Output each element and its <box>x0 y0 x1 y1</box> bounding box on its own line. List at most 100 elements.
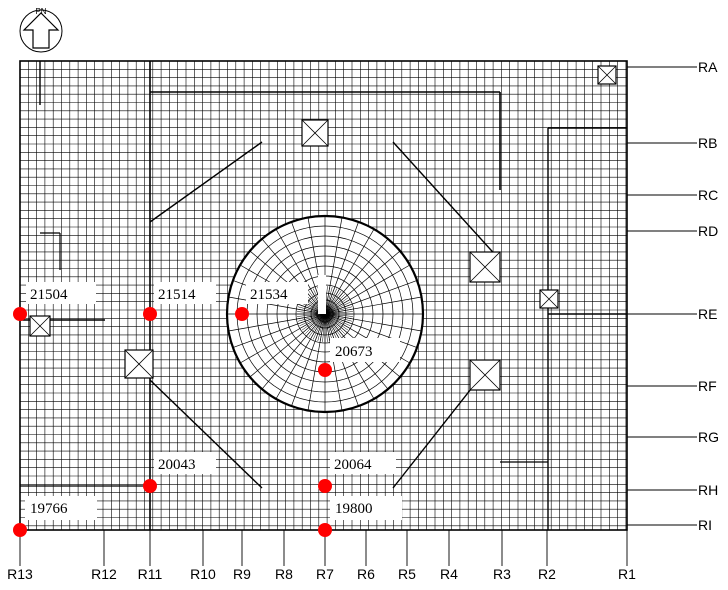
radial-spoke <box>324 313 342 338</box>
measurement-marker <box>318 523 332 537</box>
opening-diagonal <box>597 65 617 85</box>
radial-spoke <box>324 313 333 342</box>
measurement-point: 21504 <box>13 282 96 321</box>
radial-spoke <box>315 313 326 341</box>
opening-diagonal <box>29 315 51 337</box>
column-labels: R13 R12 R11 R10 R9 R8 R7 R6 R5 R4 R3 R2 … <box>7 566 636 582</box>
radial-spoke <box>324 313 352 324</box>
measurement-value: 20673 <box>335 344 373 360</box>
radial-spoke <box>324 313 353 322</box>
measurement-marker <box>13 523 27 537</box>
measurement-marker <box>13 307 27 321</box>
radial-spoke <box>324 297 349 315</box>
radial-spoke <box>324 313 345 334</box>
radial-notch <box>318 275 326 314</box>
opening-diagonal <box>539 289 559 309</box>
radial-spoke <box>324 313 340 339</box>
measurement-value: 19766 <box>30 501 68 517</box>
row-label: RA <box>698 59 718 75</box>
measurement-marker <box>318 363 332 377</box>
row-label: RE <box>698 306 717 322</box>
radial-spoke <box>324 313 338 340</box>
measurement-value: 21514 <box>158 287 196 303</box>
radial-spoke <box>324 299 350 315</box>
mesh-features <box>20 61 627 530</box>
radial-spoke <box>319 313 326 342</box>
column-label: R7 <box>316 566 334 582</box>
radial-spoke <box>324 311 353 315</box>
row-label: RC <box>698 187 718 203</box>
radial-spoke <box>324 313 335 341</box>
column-label: R4 <box>440 566 458 582</box>
opening-diagonal <box>124 349 154 379</box>
radial-spoke <box>324 286 333 315</box>
radial-spoke <box>324 290 342 315</box>
diagonal-brace <box>392 141 501 261</box>
opening-diagonal <box>469 251 501 283</box>
radial-spoke <box>324 306 353 315</box>
radial-spoke <box>322 313 326 342</box>
radial-spoke <box>324 287 335 315</box>
north-arrow-icon <box>22 12 60 49</box>
column-label: R3 <box>493 566 511 582</box>
row-label: RG <box>698 429 719 445</box>
radial-spoke <box>297 313 326 317</box>
radial-spoke <box>324 292 344 315</box>
radial-spoke <box>299 313 326 327</box>
column-label: R5 <box>398 566 416 582</box>
radial-spoke <box>324 313 350 329</box>
radial-spoke <box>305 313 326 334</box>
radial-spoke <box>324 289 340 315</box>
radial-spoke <box>300 313 326 329</box>
column-label: R1 <box>618 566 636 582</box>
radial-spoke <box>324 308 353 315</box>
column-label: R10 <box>190 566 216 582</box>
diagonal-brace <box>149 141 263 223</box>
diagonal-brace <box>392 374 483 489</box>
measurement-point: 19800 <box>318 496 402 537</box>
radial-spoke <box>301 313 326 331</box>
radial-spoke <box>324 294 345 315</box>
north-arrow-label: PN <box>35 7 46 16</box>
radial-spoke <box>324 288 338 315</box>
measurement-value: 19800 <box>335 501 373 517</box>
column-label: R13 <box>7 566 33 582</box>
measurement-marker <box>143 479 157 493</box>
radial-spoke <box>324 295 347 315</box>
row-label: RD <box>698 223 718 239</box>
measurement-points: 21504 21514 21534 20673 20043 20064 <box>13 282 402 537</box>
radial-spoke <box>324 313 331 342</box>
radial-spoke <box>308 313 326 338</box>
column-label: R2 <box>538 566 556 582</box>
measurement-marker <box>143 307 157 321</box>
radial-spoke <box>324 313 328 342</box>
radial-spoke <box>324 313 353 317</box>
radial-spoke <box>324 313 349 331</box>
row-label: RB <box>698 135 717 151</box>
radial-spoke <box>310 313 326 339</box>
measurement-marker <box>235 307 249 321</box>
measurement-point: 20043 <box>143 452 216 493</box>
radial-spoke <box>297 313 326 320</box>
measurement-value: 20064 <box>334 457 372 473</box>
radial-spoke <box>297 313 326 322</box>
column-label: R12 <box>91 566 117 582</box>
measurement-point: 21534 <box>235 282 308 321</box>
radial-spoke <box>324 313 344 336</box>
row-label: RF <box>698 378 717 394</box>
north-arrow: PN <box>19 7 63 53</box>
measurement-point: 20064 <box>318 452 396 493</box>
radial-spoke <box>324 313 353 320</box>
measurement-point: 20673 <box>318 338 400 377</box>
opening-diagonal <box>469 359 501 391</box>
column-label: R6 <box>357 566 375 582</box>
radial-spoke <box>324 304 352 315</box>
radial-spoke <box>312 313 326 340</box>
radial-spoke <box>317 313 326 342</box>
row-label: RH <box>698 482 718 498</box>
column-label: R9 <box>233 566 251 582</box>
measurement-point: 19766 <box>13 496 97 537</box>
radial-spoke <box>298 313 326 324</box>
measurement-value: 21504 <box>30 287 68 303</box>
